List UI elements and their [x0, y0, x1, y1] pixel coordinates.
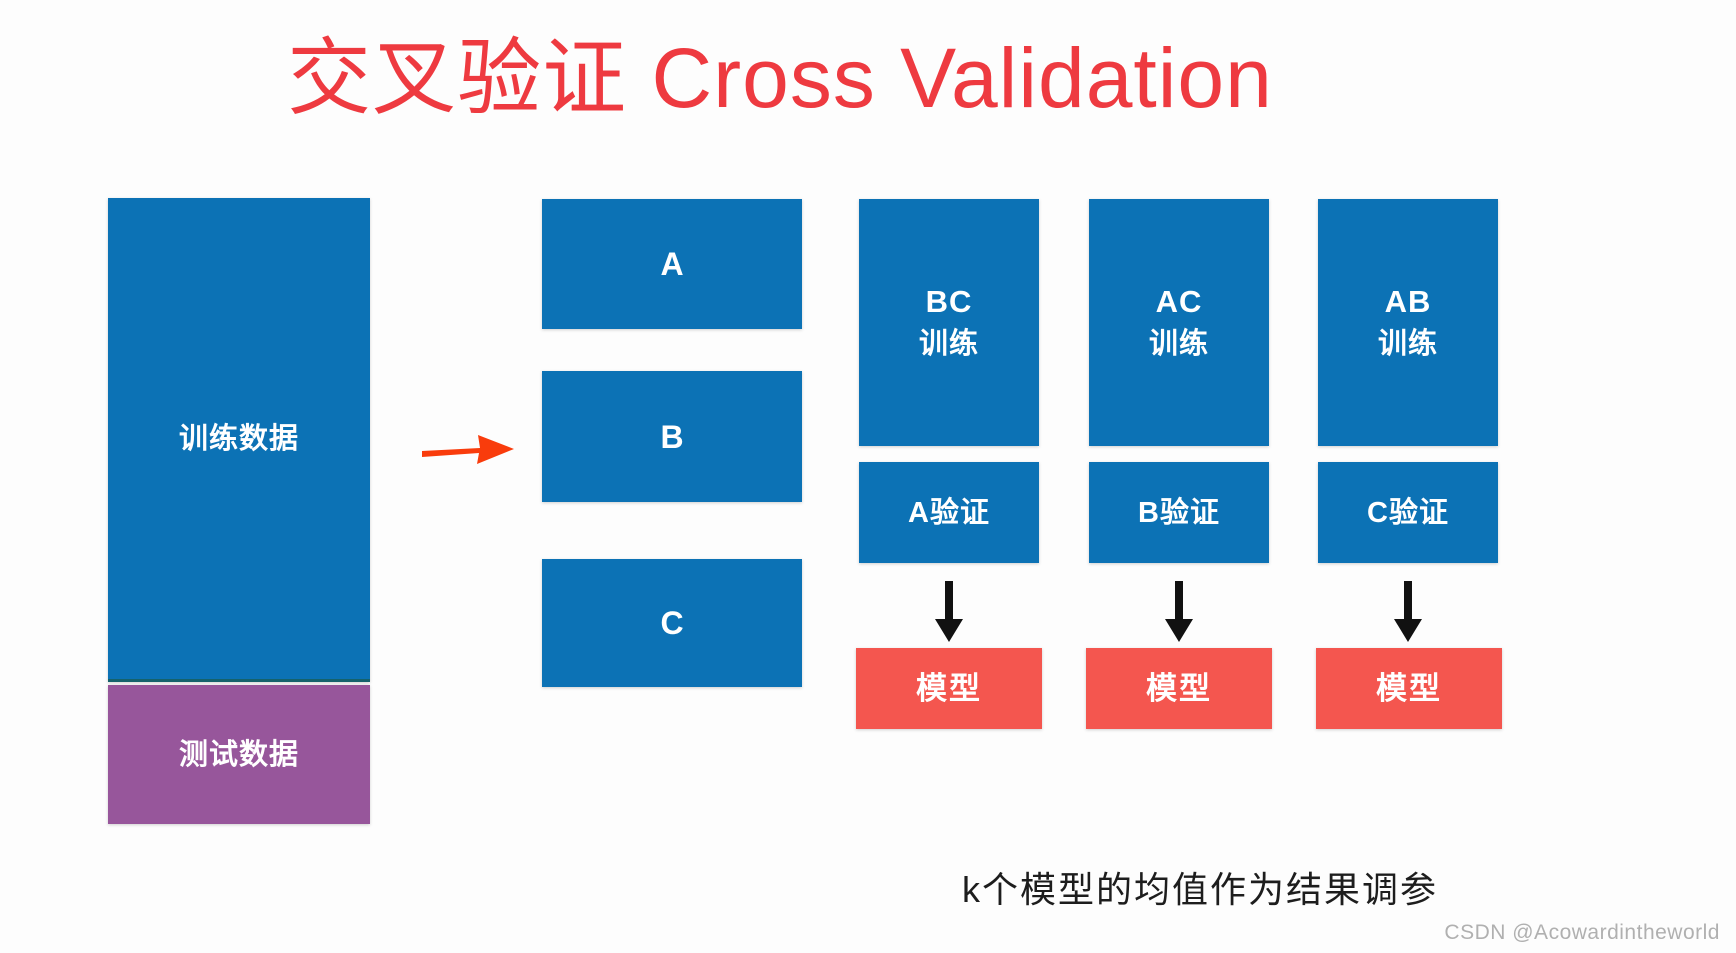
test-data-block: 测试数据	[108, 685, 370, 824]
fold-label: A	[660, 246, 684, 282]
fold-box-c: C	[542, 559, 802, 687]
experiment-1-model-box: 模型	[856, 648, 1042, 729]
experiment-validation-label: C验证	[1367, 496, 1449, 529]
fold-box-b: B	[542, 371, 802, 502]
experiment-1-validation-box: A验证	[859, 462, 1039, 563]
down-arrow-icon	[1162, 581, 1196, 643]
experiment-3-train-box: AB 训练	[1318, 199, 1498, 446]
model-label: 模型	[916, 670, 982, 706]
summary-caption: k个模型的均值作为结果调参	[961, 869, 1438, 910]
fold-box-a: A	[542, 199, 802, 329]
dataset-column: 训练数据 测试数据	[108, 198, 370, 824]
experiment-3-model-box: 模型	[1316, 648, 1502, 729]
right-arrow-icon	[420, 424, 516, 472]
experiment-train-sets: AC	[1155, 283, 1203, 319]
model-label: 模型	[1146, 670, 1212, 706]
experiment-validation-label: A验证	[908, 496, 990, 529]
experiment-2-train-box: AC 训练	[1089, 199, 1269, 446]
training-data-block: 训练数据	[108, 198, 370, 682]
experiment-train-sets: AB	[1384, 283, 1432, 319]
experiment-1-train-box: BC 训练	[859, 199, 1039, 446]
experiment-train-word: 训练	[1148, 327, 1209, 360]
test-data-label: 测试数据	[178, 738, 299, 771]
experiment-train-sets: BC	[925, 283, 973, 319]
experiment-2-model-box: 模型	[1086, 648, 1272, 729]
watermark: CSDN @Acowardintheworld	[1444, 921, 1720, 944]
experiment-2-validation-box: B验证	[1089, 462, 1269, 563]
down-arrow-icon	[932, 581, 966, 643]
experiment-train-word: 训练	[1377, 327, 1438, 360]
model-label: 模型	[1376, 670, 1442, 706]
page-title: 交叉验证 Cross Validation	[287, 31, 1273, 125]
experiment-3-validation-box: C验证	[1318, 462, 1498, 563]
down-arrow-icon	[1391, 581, 1425, 643]
fold-label: B	[660, 418, 684, 455]
experiment-validation-label: B验证	[1138, 496, 1220, 529]
fold-label: C	[660, 605, 684, 641]
training-data-label: 训练数据	[178, 422, 299, 455]
experiment-train-word: 训练	[918, 327, 979, 360]
